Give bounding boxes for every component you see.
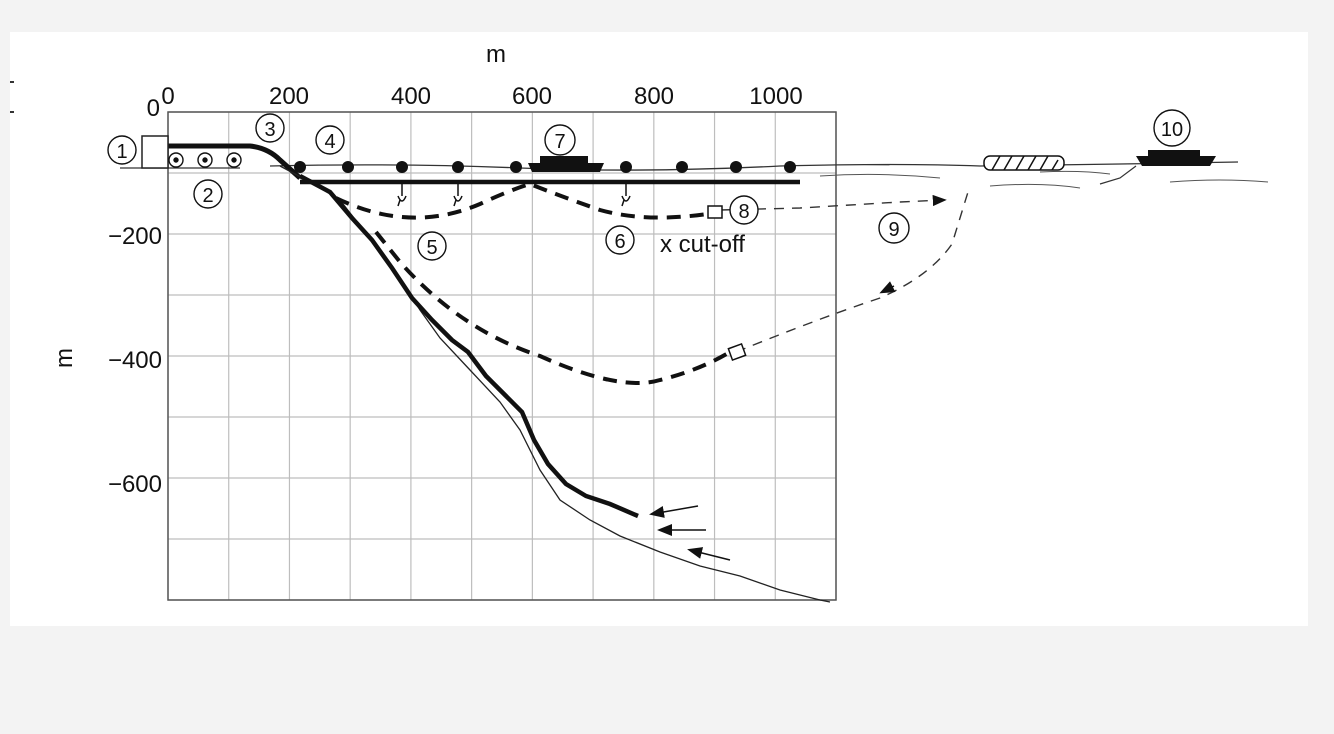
vessel-icon (528, 163, 604, 172)
vessel-icon (1136, 156, 1216, 166)
tow-path-upper (719, 194, 947, 211)
vessel-cabin (1148, 150, 1200, 157)
y-tick-label: 0 (147, 95, 160, 122)
marker-2: 2 (193, 179, 223, 209)
svg-text:5: 5 (426, 237, 437, 259)
tow-path-lower (735, 191, 969, 353)
marker-3: 3 (255, 113, 285, 143)
shore-platform (168, 143, 302, 180)
x-tick-label: 800 (634, 83, 674, 110)
pipe-end-arrows (649, 505, 731, 561)
slope-pipeline (298, 174, 639, 519)
svg-text:10: 10 (1161, 119, 1183, 141)
svg-text:1: 1 (116, 141, 127, 163)
svg-text:4: 4 (324, 131, 335, 153)
surface-ripples (819, 170, 1269, 189)
x-tick-label: 0 (161, 83, 174, 110)
anchor-icons (397, 184, 631, 207)
y-axis-label: m (51, 348, 78, 368)
y-tick-label: −600 (108, 471, 162, 498)
marker-5: 5 (417, 231, 447, 261)
marker-10: 10 (1153, 109, 1191, 147)
marker-8: 8 (729, 195, 759, 225)
x-axis-label: m (486, 41, 506, 68)
y-tick-label: −200 (108, 223, 162, 250)
marker-7: 7 (544, 124, 576, 156)
marker-4: 4 (315, 125, 345, 155)
x-tick-label: 1000 (749, 83, 802, 110)
float-icon (707, 205, 723, 219)
tow-line (1099, 165, 1137, 185)
y-tick-label: −400 (108, 347, 162, 374)
x-tick-label: 400 (391, 83, 431, 110)
dashed-pipe-deep (374, 230, 732, 385)
x-tick-label: 600 (512, 83, 552, 110)
shore-building (141, 135, 169, 169)
svg-text:7: 7 (554, 131, 565, 153)
marker-6: 6 (605, 225, 635, 255)
buoy-row (168, 152, 242, 168)
marker-1: 1 (107, 135, 137, 165)
float-icon (727, 343, 747, 361)
svg-text:6: 6 (614, 231, 625, 253)
svg-text:9: 9 (888, 219, 899, 241)
svg-text:2: 2 (202, 185, 213, 207)
cutoff-annotation: x cut-off (660, 231, 745, 258)
arrow-icon (879, 281, 896, 294)
vessel-cabin (540, 156, 588, 164)
x-tick-label: 200 (269, 83, 309, 110)
marker-9: 9 (878, 212, 910, 244)
hatched-pipe-icon (983, 155, 1065, 171)
dashed-pipe-shallow (335, 181, 721, 220)
svg-text:8: 8 (738, 201, 749, 223)
plot-frame (167, 111, 837, 601)
svg-text:3: 3 (264, 119, 275, 141)
surface-floats (294, 161, 796, 173)
